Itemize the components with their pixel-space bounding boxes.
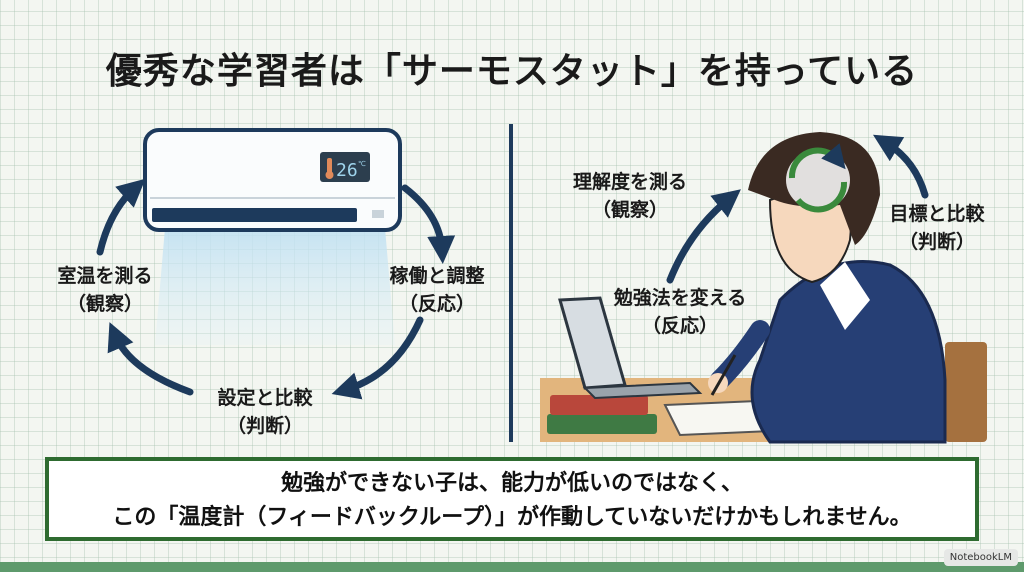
message-line-2: この「温度計（フィードバックループ）」が作動していないだけかもしれません。 [112, 505, 912, 530]
divider [509, 124, 513, 442]
label-operate-adjust: 稼働と調整（反応） [389, 265, 485, 315]
svg-text:℃: ℃ [358, 160, 366, 168]
label-set-compare: 設定と比較（判断） [217, 387, 313, 437]
thermostat-display: 26 [336, 160, 358, 181]
laptop-icon [558, 296, 703, 400]
message-line-1: 勉強ができない子は、能力が低いのではなく、 [280, 471, 743, 496]
footer-band [0, 562, 1024, 572]
label-measure-room-temp: 室温を測る（観察） [57, 265, 153, 315]
book-red [550, 395, 648, 415]
page-title: 優秀な学習者は「サーモスタット」を持っている [105, 51, 919, 92]
airflow [155, 228, 395, 345]
chair [945, 342, 987, 442]
label-measure-understanding: 理解度を測る（観察） [572, 171, 687, 221]
right-cycle-arrows [666, 134, 929, 284]
left-cycle-arrows [96, 178, 456, 400]
label-change-study-method: 勉強法を変える（反応） [613, 287, 747, 337]
label-compare-goal: 目標と比較（判断） [889, 203, 985, 253]
student-illustration [708, 132, 947, 444]
key-message-box: 勉強ができない子は、能力が低いのではなく、 この「温度計（フィードバックループ）… [45, 457, 979, 541]
air-conditioner-icon [143, 128, 402, 232]
notebooklm-badge: NotebookLM [943, 549, 1018, 566]
book-green [547, 414, 657, 434]
